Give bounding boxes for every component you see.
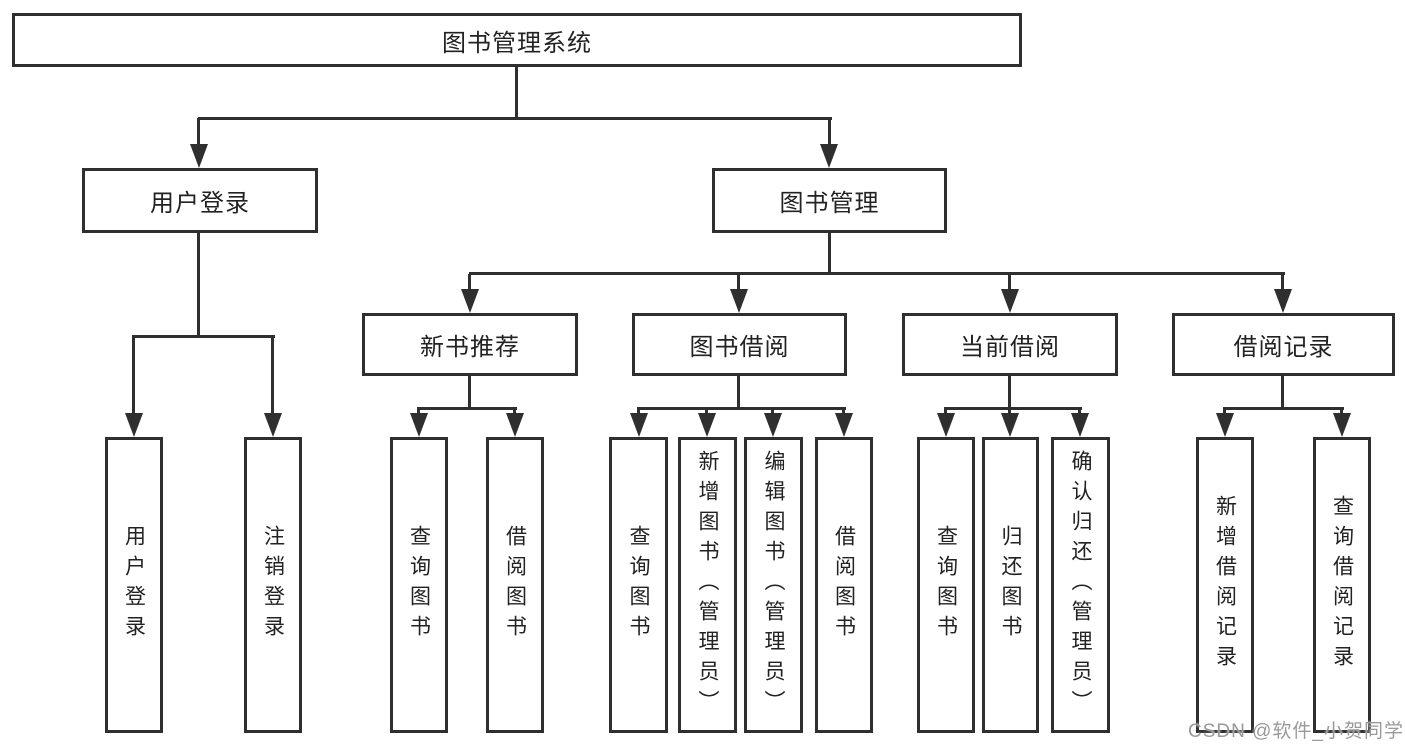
arrowhead [506, 413, 524, 437]
connector-line [944, 408, 947, 415]
connector-line [842, 408, 845, 415]
connector-line [1008, 408, 1011, 415]
leaf-newbook-query: 查询图书 [390, 437, 448, 733]
connector-line [1281, 274, 1284, 291]
connector-line [271, 336, 274, 415]
connector-line [198, 117, 832, 120]
connector-line [1008, 376, 1011, 410]
connector-line [944, 407, 1082, 410]
connector-line [132, 336, 135, 415]
arrowhead [937, 413, 955, 437]
connector-line [513, 408, 516, 415]
node-user-login: 用户登录 [82, 168, 318, 233]
connector-line [771, 408, 774, 415]
arrowhead [1071, 413, 1089, 437]
arrowhead [461, 289, 479, 313]
arrowhead [630, 413, 648, 437]
arrowhead [835, 413, 853, 437]
connector-line [1223, 408, 1226, 415]
leaf-user-logout: 注销登录 [244, 437, 302, 733]
arrowhead [764, 413, 782, 437]
connector-line [737, 274, 740, 291]
connector-line [1078, 408, 1081, 415]
connector-line [197, 233, 200, 338]
connector-line [1340, 408, 1343, 415]
watermark: CSDN @软件_小贺同学 [1188, 721, 1404, 742]
connector-line [1223, 407, 1344, 410]
connector-line [469, 272, 1285, 275]
node-current-borrow: 当前借阅 [902, 313, 1118, 376]
leaf-record-query: 查询借阅记录 [1313, 437, 1371, 733]
node-root: 图书管理系统 [12, 13, 1022, 67]
leaf-bookborrow-add: 新增图书（管理员） [678, 437, 737, 733]
connector-line [132, 335, 275, 338]
connector-line [637, 407, 846, 410]
leaf-bookborrow-edit: 编辑图书（管理员） [744, 437, 803, 733]
node-book-management: 图书管理 [712, 168, 947, 233]
connector-line [468, 274, 471, 291]
leaf-record-add: 新增借阅记录 [1196, 437, 1254, 733]
leaf-current-query: 查询图书 [917, 437, 975, 733]
connector-line [417, 407, 517, 410]
node-book-borrow: 图书借阅 [632, 313, 847, 376]
connector-line [637, 408, 640, 415]
leaf-bookborrow-borrow: 借阅图书 [815, 437, 873, 733]
arrowhead [1274, 289, 1292, 313]
arrowhead [410, 413, 428, 437]
node-borrow-record: 借阅记录 [1172, 313, 1395, 376]
connector-line [1008, 274, 1011, 291]
arrowhead [1001, 289, 1019, 313]
arrowhead [730, 289, 748, 313]
connector-line [1281, 376, 1284, 410]
arrowhead [190, 144, 208, 168]
connector-line [828, 118, 831, 146]
connector-line [197, 118, 200, 146]
leaf-newbook-borrow: 借阅图书 [486, 437, 544, 733]
arrowhead [125, 413, 143, 437]
arrowhead [820, 144, 838, 168]
arrowhead [264, 413, 282, 437]
leaf-user-login: 用户登录 [105, 437, 163, 733]
connector-line [737, 376, 740, 410]
connector-line [828, 233, 831, 275]
connector-line [468, 376, 471, 410]
leaf-current-return: 归还图书 [982, 437, 1039, 733]
leaf-current-confirm: 确认归还（管理员） [1051, 437, 1110, 733]
leaf-bookborrow-query: 查询图书 [609, 437, 668, 733]
arrowhead [1333, 413, 1351, 437]
connector-line [515, 66, 518, 118]
connector-line [705, 408, 708, 415]
arrowhead [1216, 413, 1234, 437]
node-new-book: 新书推荐 [362, 313, 578, 376]
arrowhead [1001, 413, 1019, 437]
arrowhead [698, 413, 716, 437]
connector-line [417, 408, 420, 415]
